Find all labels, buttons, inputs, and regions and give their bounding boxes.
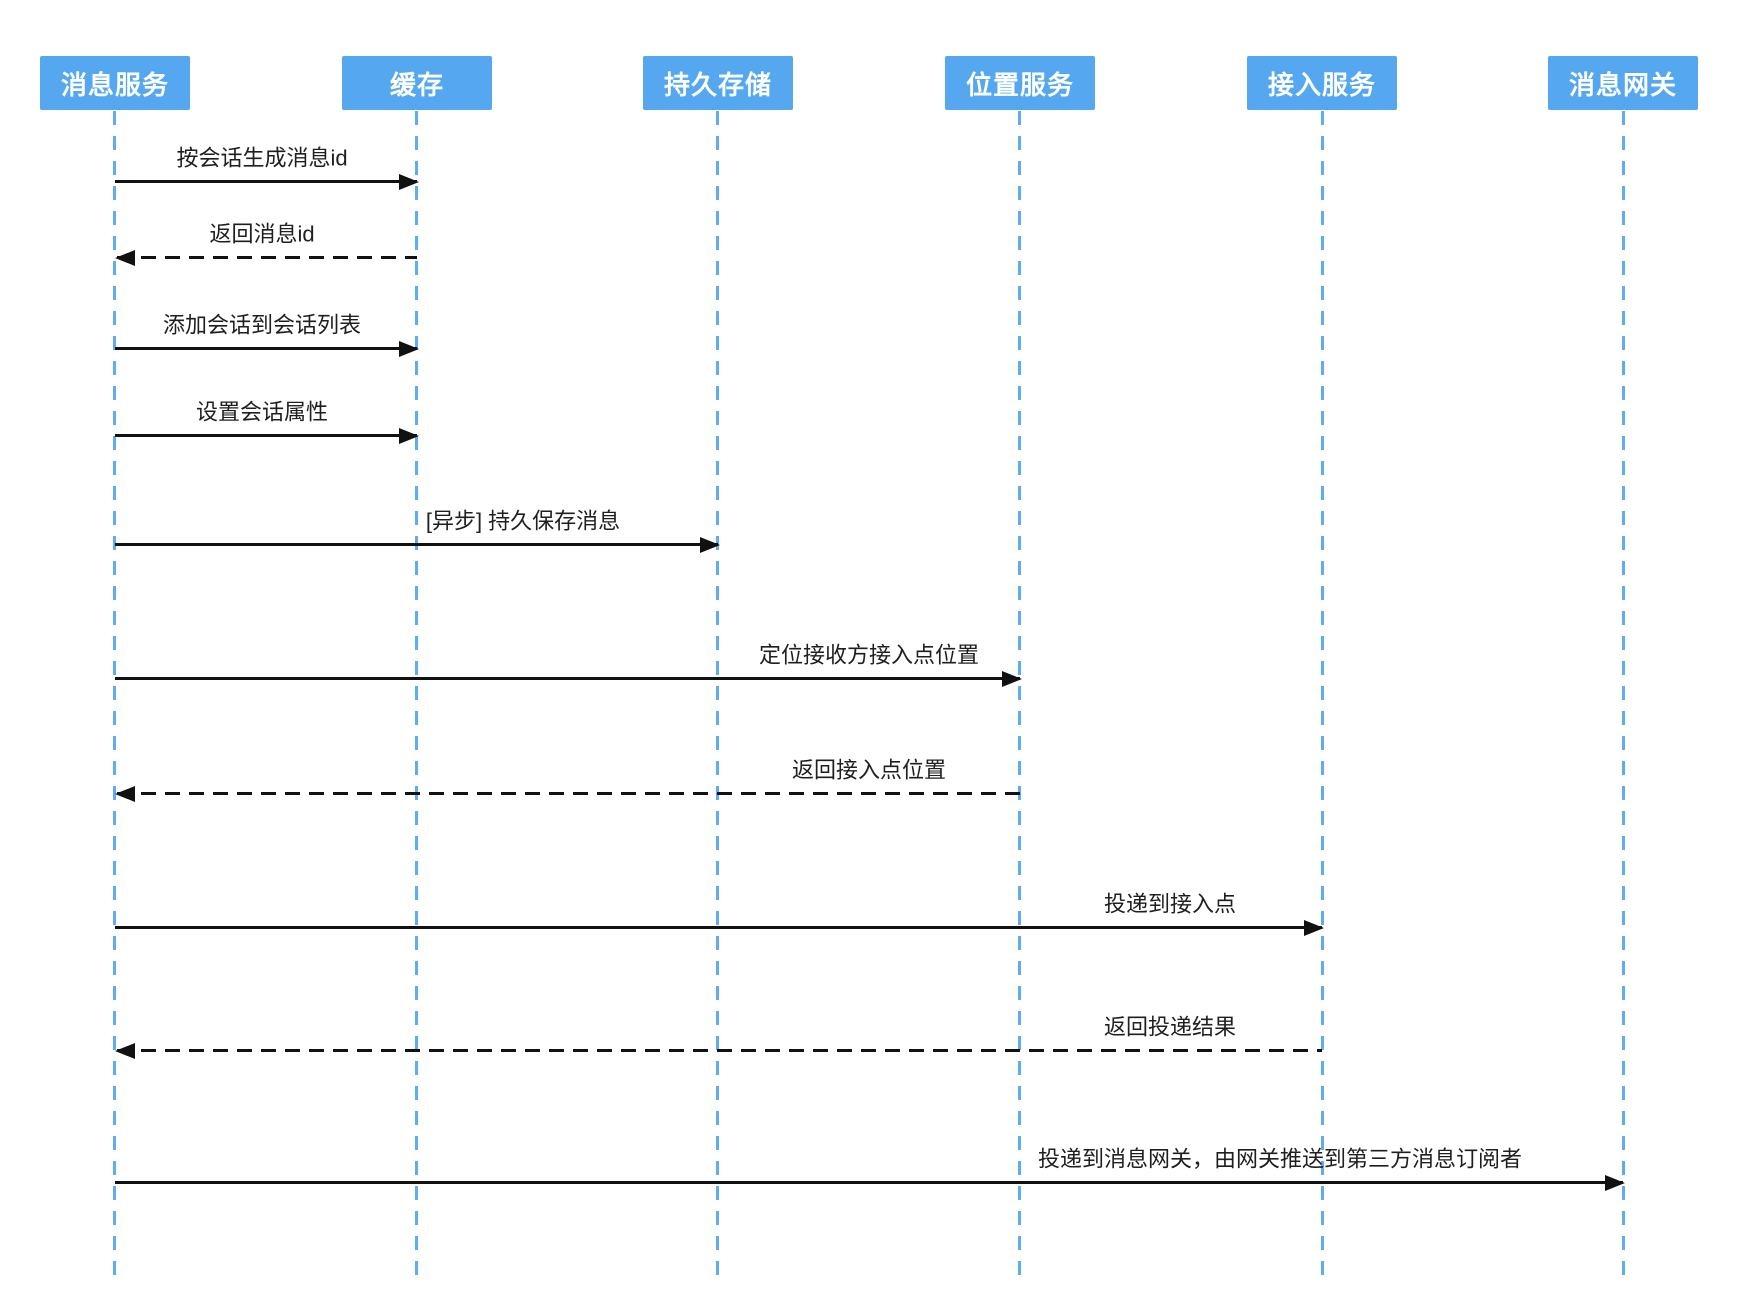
participant-persistent-storage: 持久存储: [643, 56, 793, 110]
participant-label: 消息网关: [1568, 69, 1677, 100]
lifeline-persistent-storage: [716, 111, 719, 1275]
message-8-arrow: [115, 926, 1322, 929]
participant-label: 持久存储: [663, 69, 772, 100]
message-5-label: [异步] 持久保存消息: [425, 508, 621, 534]
participant-message-gateway: 消息网关: [1548, 56, 1698, 110]
message-4-label: 设置会话属性: [195, 399, 329, 425]
message-4-arrow: [115, 434, 417, 437]
participant-access-service: 接入服务: [1247, 56, 1397, 110]
message-7-arrow: [117, 792, 1020, 795]
lifeline-access-service: [1321, 111, 1324, 1275]
message-9-label: 返回投递结果: [1103, 1014, 1237, 1040]
message-10-label: 投递到消息网关，由网关推送到第三方消息订阅者: [1037, 1146, 1523, 1172]
message-6-label: 定位接收方接入点位置: [758, 642, 980, 668]
message-7-label: 返回接入点位置: [791, 757, 947, 783]
message-1-arrow: [115, 180, 417, 183]
lifeline-message-gateway: [1622, 111, 1625, 1275]
message-10-arrow: [115, 1181, 1623, 1184]
message-9-arrow: [117, 1049, 1322, 1052]
lifeline-cache: [415, 111, 418, 1275]
message-6-arrow: [115, 677, 1020, 680]
participant-location-service: 位置服务: [945, 56, 1095, 110]
message-3-label: 添加会话到会话列表: [162, 312, 362, 338]
participant-message-service: 消息服务: [40, 56, 190, 110]
message-8-label: 投递到接入点: [1103, 891, 1237, 917]
participant-label: 缓存: [389, 69, 444, 100]
participant-label: 位置服务: [965, 69, 1074, 100]
message-2-arrow: [117, 256, 417, 259]
message-3-arrow: [115, 347, 417, 350]
participant-cache: 缓存: [342, 56, 492, 110]
participant-label: 接入服务: [1267, 69, 1376, 100]
participant-label: 消息服务: [60, 69, 169, 100]
message-1-label: 按会话生成消息id: [176, 145, 348, 171]
lifeline-message-service: [113, 111, 116, 1275]
message-5-arrow: [115, 543, 718, 546]
message-2-label: 返回消息id: [209, 221, 315, 247]
lifeline-location-service: [1018, 111, 1021, 1275]
